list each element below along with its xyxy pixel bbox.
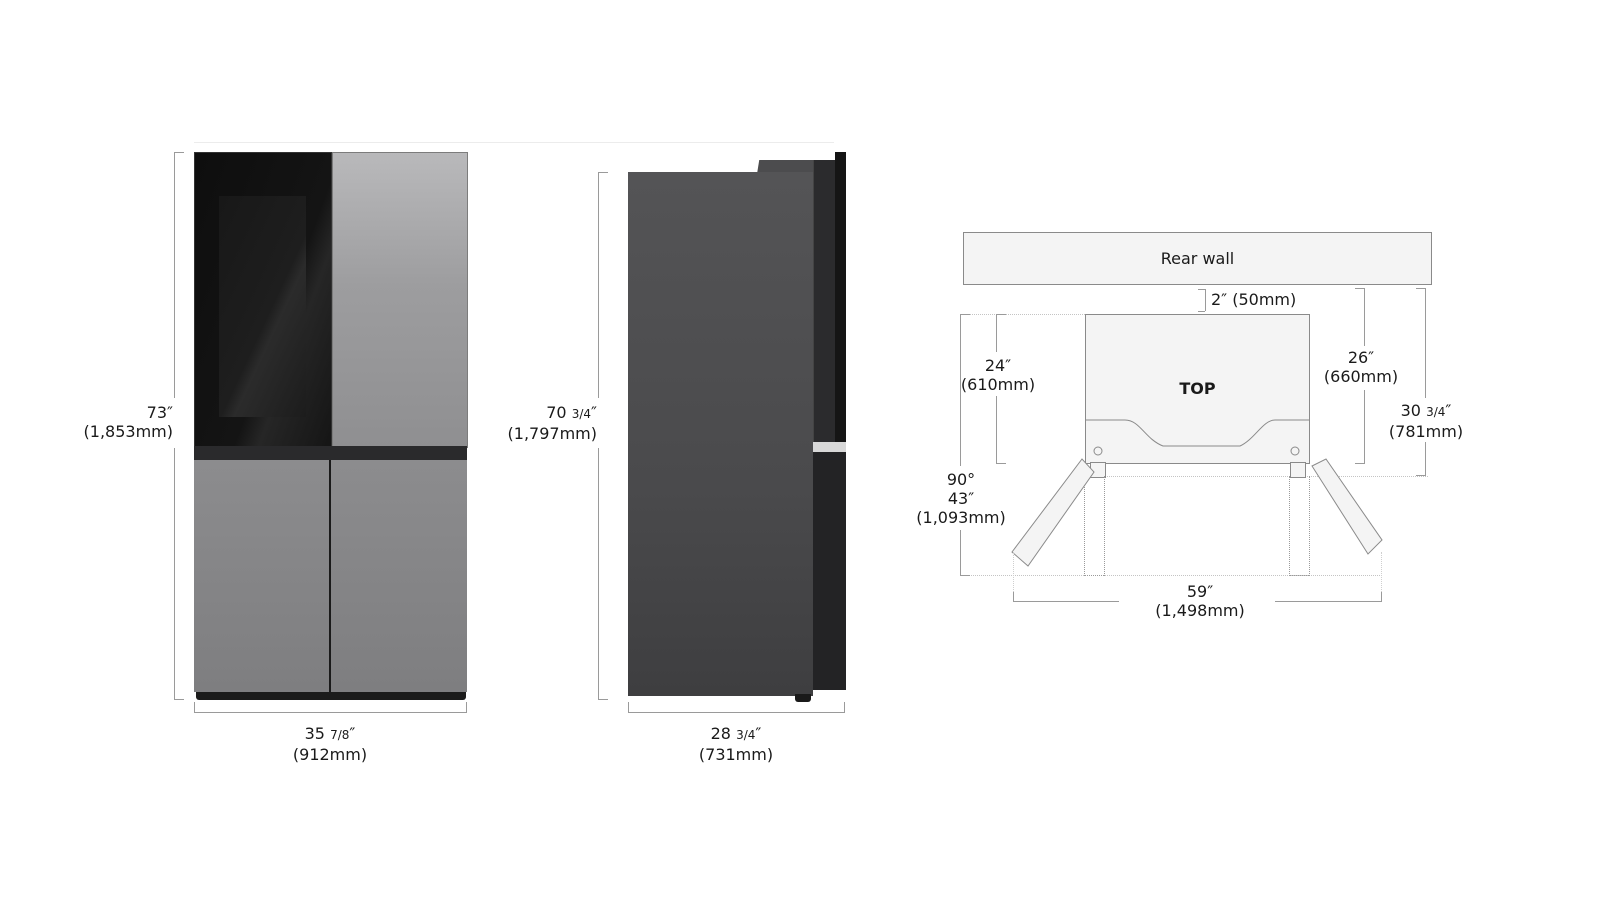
front-bottom-left-drawer [194,460,329,692]
closed-door-left-outline [1084,575,1104,576]
side-top-cap [757,160,813,174]
front-base-feet [196,692,466,700]
side-depth-label: 28 3/4″ (731mm) [698,724,774,764]
closed-door-right-outline [1289,575,1309,576]
open-width-label: 59″ (1,498mm) [1155,582,1245,620]
side-body [628,172,813,696]
side-upper-door [813,160,836,442]
fridge-top-outline: TOP [1085,314,1310,464]
front-width-tick-right [466,702,467,712]
tick [1355,463,1365,464]
front-width-line [194,712,467,713]
tick [1013,591,1014,601]
body-depth-label: 24″ (610mm) [960,356,1036,394]
front-height-tick-top [174,152,184,153]
rear-wall: Rear wall [963,232,1432,285]
guide-line [1013,552,1014,592]
side-hinge [813,442,846,452]
beverage-center-window [219,196,306,417]
top-label: TOP [1179,379,1216,398]
side-depth-tick-left [628,702,629,712]
side-height-tick-bottom [598,699,608,700]
side-foot [795,694,811,702]
tick [996,463,1006,464]
open-width-line-left [1013,601,1119,602]
open-depth-line [960,314,961,576]
tick [1416,475,1426,476]
label-mask [540,398,604,448]
front-middle-trim [194,446,467,460]
open-depth-label: 90° 43″ (1,093mm) [916,470,1006,527]
tick [1355,288,1365,289]
door-contour [1085,419,1310,456]
front-width-label: 35 7/8″ (912mm) [292,724,368,764]
guide-line [1381,552,1382,592]
front-height-tick-bottom [174,699,184,700]
label-mask [1392,398,1462,442]
open-doors [1011,458,1383,567]
side-height-tick-top [598,172,608,173]
rear-clearance-label: 2″ (50mm) [1211,290,1297,309]
total-depth-line [1425,288,1426,476]
front-right-door [332,152,468,448]
closed-door-right-outline [1289,476,1290,576]
guide-line [1088,476,1428,477]
open-door-left [1011,458,1095,567]
closed-door-right-outline [1309,476,1310,576]
rear-wall-label: Rear wall [1160,249,1235,268]
front-bottom-right-drawer [331,460,467,692]
front-left-glass-door [194,152,332,448]
side-depth-line [628,712,845,713]
clearance-line [1205,289,1206,311]
tick [996,314,1006,315]
open-door-right [1311,458,1383,555]
guide-line [960,575,1380,576]
clearance-tick-top [1198,289,1205,290]
label-mask [120,398,180,448]
tick [960,314,970,315]
guide-line [960,314,1085,315]
front-height-label: 73″ (1,853mm) [83,403,173,441]
front-width-tick-left [194,702,195,712]
clearance-tick-bottom [1198,311,1205,312]
side-height-label: 70 3/4″ (1,797mm) [507,403,597,443]
total-depth-label: 30 3/4″ (781mm) [1388,401,1464,441]
open-width-line-right [1275,601,1382,602]
label-mask [960,352,1035,396]
side-lower-drawer [813,452,846,690]
drawer-split [329,460,331,692]
label-mask [1326,346,1402,390]
tick [1416,288,1426,289]
clearance-depth-label: 26″ (660mm) [1323,348,1399,386]
side-depth-tick-right [844,702,845,712]
label-mask [918,466,1004,530]
closed-door-left-outline [1084,476,1085,576]
reference-line [194,142,834,143]
right-hinge [1290,462,1306,478]
tick [1381,591,1382,601]
tick [960,575,970,576]
side-upper-door-edge [835,152,846,446]
closed-door-left-outline [1104,476,1105,576]
